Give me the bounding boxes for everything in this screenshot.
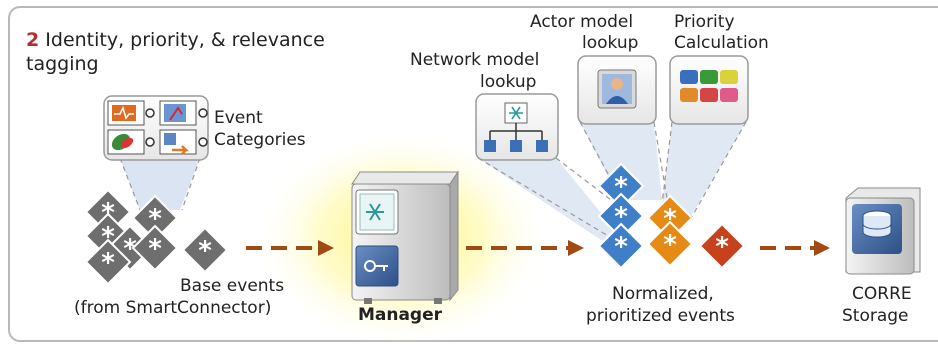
svg-text:*: * xyxy=(148,234,162,264)
base-event-diamond: * xyxy=(131,224,179,272)
svg-text:*: * xyxy=(123,234,137,264)
actor-beam xyxy=(580,122,662,200)
svg-text:*: * xyxy=(663,230,677,260)
storage-label-2: Storage xyxy=(842,306,909,326)
normalized-events-diamonds: ****** xyxy=(597,162,746,270)
base-events-diamonds: ******* xyxy=(84,188,229,286)
svg-text:*: * xyxy=(715,232,729,262)
actor-model-label-2: lookup xyxy=(582,33,639,53)
normalized-label-1: Normalized, xyxy=(612,284,714,304)
category-icons-panel xyxy=(103,95,209,161)
network-model-label-2: lookup xyxy=(480,72,537,92)
svg-text:*: * xyxy=(614,172,628,202)
base-event-diamond: * xyxy=(131,194,179,242)
priority-calc-label-2: Calculation xyxy=(674,33,769,53)
priority-calc-label-1: Priority xyxy=(674,12,735,32)
category-beam xyxy=(120,158,200,210)
network-beam xyxy=(478,158,620,246)
priority-beam xyxy=(662,122,746,218)
normalized-event-diamond: * xyxy=(597,222,645,270)
event-categories-label-1: Event xyxy=(214,108,263,128)
section-title: 2 Identity, priority, & relevance xyxy=(26,30,325,51)
high-priority-event-diamond: * xyxy=(698,222,746,270)
actor-person-icon xyxy=(577,55,657,125)
svg-text:*: * xyxy=(614,202,628,232)
flow-arrow-2 xyxy=(466,240,584,256)
normalized-label-2: prioritized events xyxy=(586,306,735,326)
base-event-diamond: * xyxy=(181,226,229,274)
flow-arrow-3 xyxy=(760,240,830,256)
network-model-label-1: Network model xyxy=(410,50,540,70)
svg-text:*: * xyxy=(614,232,628,262)
section-title-line2: tagging xyxy=(26,53,99,75)
event-categories-label-2: Categories xyxy=(214,130,306,150)
storage-disk-icon xyxy=(845,187,921,275)
priority-color-grid-icon xyxy=(669,55,749,125)
network-tree-icon xyxy=(475,93,559,161)
svg-text:*: * xyxy=(148,204,162,234)
storage-label-1: CORRE xyxy=(852,284,912,304)
svg-text:*: * xyxy=(101,248,115,278)
section-number: 2 xyxy=(26,29,40,51)
manager-server-icon xyxy=(351,170,459,304)
flow-arrow-1 xyxy=(246,240,334,256)
base-event-diamond: * xyxy=(84,238,132,286)
base-events-label-1: Base events xyxy=(180,276,285,296)
manager-label: Manager xyxy=(357,305,443,325)
section-title-line1: Identity, priority, & relevance xyxy=(45,29,325,51)
priority-event-diamond: * xyxy=(646,220,694,268)
actor-model-label-1: Actor model xyxy=(530,12,634,32)
svg-text:*: * xyxy=(198,236,212,266)
base-events-label-2: (from SmartConnector) xyxy=(74,298,272,318)
